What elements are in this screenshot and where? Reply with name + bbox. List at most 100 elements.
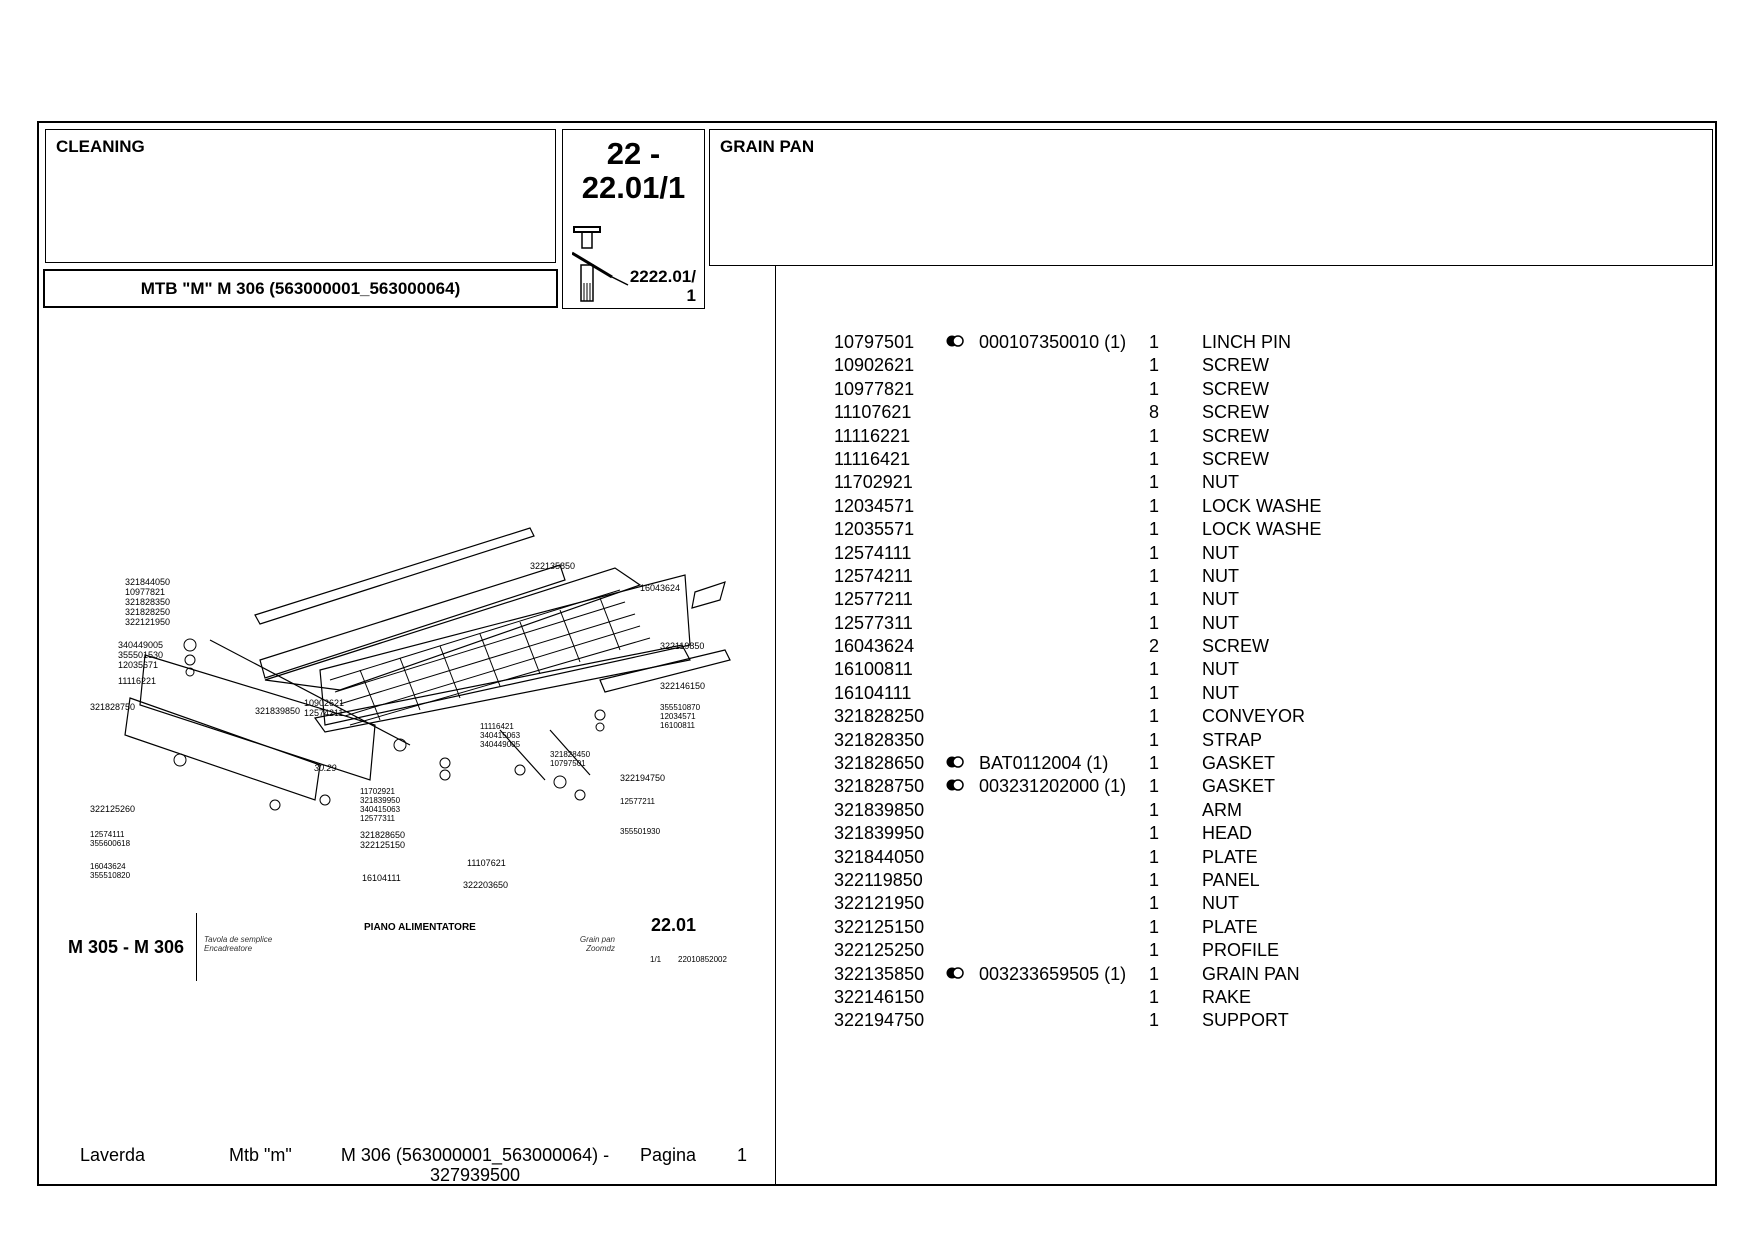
- diagram-label: 322194750: [620, 773, 666, 783]
- section-title: CLEANING: [56, 137, 145, 156]
- part-quantity: 1: [1148, 1010, 1159, 1031]
- part-quantity: 1: [1148, 542, 1159, 563]
- part-quantity: 1: [1148, 378, 1159, 399]
- part-code: 321839850: [834, 799, 925, 820]
- diagram-label: 16043624: [640, 583, 681, 593]
- part-code: 16043624: [834, 636, 915, 657]
- diagram-label: 322203650: [463, 880, 509, 890]
- part-code: 16104111: [834, 682, 912, 703]
- part-reference: 000107350010 (1): [979, 332, 1127, 352]
- part-description: LINCH PIN: [1202, 332, 1292, 352]
- part-description: LOCK WASHE: [1202, 519, 1322, 540]
- part-quantity: 1: [1148, 729, 1159, 750]
- part-description: NUT: [1202, 682, 1239, 703]
- part-code: 321839950: [834, 823, 925, 844]
- part-quantity: 1: [1148, 776, 1159, 797]
- part-description: GASKET: [1202, 753, 1276, 774]
- part-quantity: 1: [1148, 612, 1159, 633]
- part-description: SCREW: [1202, 355, 1269, 376]
- part-code: 322119850: [834, 869, 923, 890]
- part-description: SCREW: [1202, 378, 1269, 399]
- part-code: 11702921: [834, 472, 913, 493]
- part-reference: BAT0112004 (1): [979, 753, 1109, 774]
- part-quantity: 8: [1148, 402, 1159, 423]
- part-description: HEAD: [1202, 823, 1253, 844]
- part-code: 12574211: [834, 565, 913, 586]
- code-sub-line-2: 1: [686, 286, 696, 305]
- part-description: GRAIN PAN: [1202, 963, 1300, 984]
- part-quantity: 1: [1148, 986, 1159, 1007]
- part-description: PANEL: [1202, 869, 1260, 890]
- section-box: [45, 129, 556, 263]
- part-code: 12577211: [834, 589, 913, 610]
- diagram-label: 321839850: [255, 706, 301, 716]
- drawing-number: 22.01: [651, 915, 697, 935]
- part-code: 10902621: [834, 355, 915, 376]
- diagram-label: 321828750: [90, 702, 136, 712]
- part-code: 11116421: [834, 448, 911, 469]
- part-description: GASKET: [1202, 776, 1276, 797]
- code-main-line-1: 22 -: [606, 136, 661, 171]
- part-description: NUT: [1202, 612, 1239, 633]
- diagram-label: 11107621: [467, 858, 506, 868]
- grain-pan-shape: [264, 567, 642, 691]
- part-description: NUT: [1202, 565, 1239, 586]
- part-code: 321828750: [834, 776, 925, 797]
- code-sub: 2222.01/ 1: [620, 267, 696, 305]
- code-main-line-2: 22.01/1: [581, 170, 686, 205]
- model-box: [43, 269, 558, 308]
- part-quantity: 1: [1148, 472, 1159, 493]
- part-description: NUT: [1202, 893, 1239, 914]
- replacement-icon: [946, 775, 964, 792]
- footer-line: Mtb "m": [229, 1145, 292, 1165]
- part-description: CONVEYOR: [1202, 706, 1306, 727]
- part-description: STRAP: [1202, 729, 1263, 750]
- diagram-label: 12577211: [620, 797, 655, 806]
- part-quantity: 1: [1148, 659, 1159, 680]
- group-box: [709, 129, 1713, 266]
- part-reference: 003233659505 (1): [979, 963, 1127, 984]
- code-main: 22 - 22.01/1: [562, 137, 705, 205]
- diagram-label: 322135850: [530, 561, 576, 571]
- part-description: ARM: [1202, 799, 1242, 820]
- part-code: 322135850: [834, 963, 925, 984]
- part-description: SCREW: [1202, 448, 1269, 469]
- exploded-diagram: [124, 527, 731, 811]
- part-code: 322146150: [834, 986, 925, 1007]
- part-code: 12035571: [834, 519, 915, 540]
- drawing-doc-number: 22010852002: [678, 955, 727, 964]
- diagram-label: 322119850: [660, 641, 705, 651]
- footer-brand: Laverda: [80, 1145, 146, 1165]
- strip-divider: [196, 913, 197, 981]
- part-quantity: 1: [1148, 753, 1159, 774]
- part-quantity: 1: [1148, 495, 1159, 516]
- replacement-icon: [946, 963, 964, 979]
- model-title: MTB "M" M 306 (563000001_563000064): [140, 279, 461, 298]
- footer-page-label: Pagina: [640, 1145, 697, 1165]
- part-quantity: 1: [1148, 846, 1159, 867]
- part-code: 321828250: [834, 706, 925, 727]
- diagram-label: 355501930: [620, 827, 661, 836]
- part-description: SCREW: [1202, 425, 1269, 446]
- part-quantity: 1: [1148, 916, 1159, 937]
- code-sub-line-1: 2222.01/: [629, 267, 696, 286]
- part-quantity: 1: [1148, 706, 1159, 727]
- part-description: RAKE: [1202, 986, 1252, 1007]
- part-quantity: 1: [1148, 869, 1159, 890]
- part-quantity: 1: [1148, 682, 1159, 703]
- part-code: 321828350: [834, 729, 925, 750]
- part-description: SUPPORT: [1202, 1010, 1289, 1031]
- part-code: 12034571: [834, 495, 915, 516]
- part-quantity: 1: [1148, 425, 1159, 446]
- part-quantity: 1: [1148, 565, 1159, 586]
- part-quantity: 1: [1148, 823, 1159, 844]
- part-description: NUT: [1202, 472, 1239, 493]
